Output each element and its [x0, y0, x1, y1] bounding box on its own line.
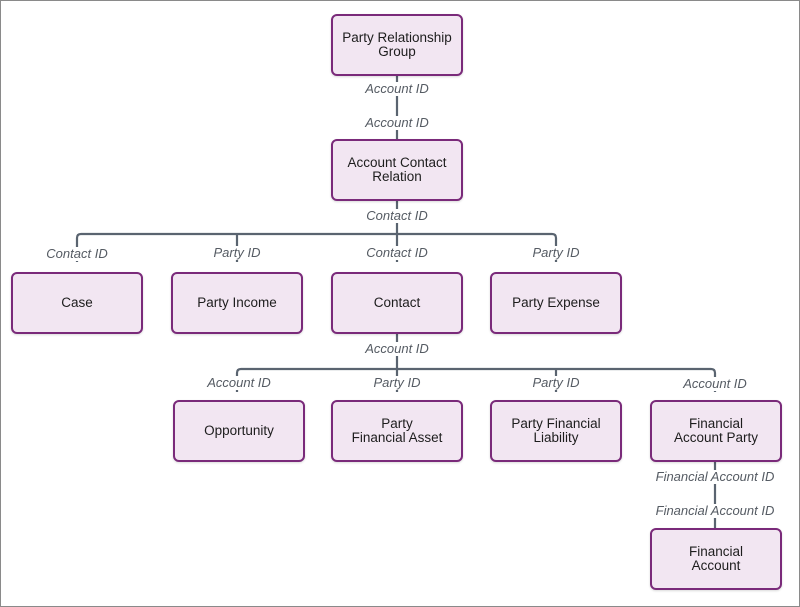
- label-opportunity-account-id: Account ID: [205, 375, 273, 390]
- node-label: Contact: [373, 295, 421, 310]
- node-label: Party Expense: [512, 295, 600, 310]
- node-financial-account[interactable]: Financial Account: [650, 528, 782, 590]
- node-party-expense[interactable]: Party Expense: [490, 272, 622, 334]
- node-label: Account Contact Relation: [347, 155, 447, 184]
- bus-level-1: [75, 232, 558, 262]
- node-label: Party Relationship Group: [342, 30, 452, 59]
- node-case[interactable]: Case: [11, 272, 143, 334]
- label-pfl-party-id: Party ID: [530, 375, 582, 390]
- node-label: Opportunity: [204, 423, 274, 438]
- node-opportunity[interactable]: Opportunity: [173, 400, 305, 462]
- node-party-relationship-group[interactable]: Party Relationship Group: [331, 14, 463, 76]
- node-label: Party Financial Liability: [511, 416, 601, 445]
- node-party-financial-liability[interactable]: Party Financial Liability: [490, 400, 622, 462]
- label-party-expense-party-id: Party ID: [530, 245, 582, 260]
- label-party-income-party-id: Party ID: [211, 245, 263, 260]
- label-contact-contact-id: Contact ID: [364, 245, 430, 260]
- label-acr-account-id: Account ID: [363, 115, 431, 130]
- label-fa-financial-account-id: Financial Account ID: [653, 503, 777, 518]
- bus-level-2: [235, 367, 717, 392]
- label-fap-financial-account-id: Financial Account ID: [653, 469, 777, 484]
- label-pfa-party-id: Party ID: [371, 375, 423, 390]
- node-party-financial-asset[interactable]: Party Financial Asset: [331, 400, 463, 462]
- label-contact-account-id: Account ID: [363, 341, 431, 356]
- node-label: Financial Account: [688, 544, 744, 573]
- label-case-contact-id: Contact ID: [44, 246, 110, 261]
- node-label: Party Financial Asset: [351, 416, 443, 445]
- label-prg-account-id: Account ID: [363, 81, 431, 96]
- label-fap-account-id: Account ID: [681, 376, 749, 391]
- node-label: Party Income: [197, 295, 277, 310]
- node-label: Case: [61, 295, 93, 310]
- label-acr-contact-id: Contact ID: [364, 208, 430, 223]
- node-label: Financial Account Party: [673, 416, 759, 445]
- node-account-contact-relation[interactable]: Account Contact Relation: [331, 139, 463, 201]
- node-contact[interactable]: Contact: [331, 272, 463, 334]
- node-party-income[interactable]: Party Income: [171, 272, 303, 334]
- node-financial-account-party[interactable]: Financial Account Party: [650, 400, 782, 462]
